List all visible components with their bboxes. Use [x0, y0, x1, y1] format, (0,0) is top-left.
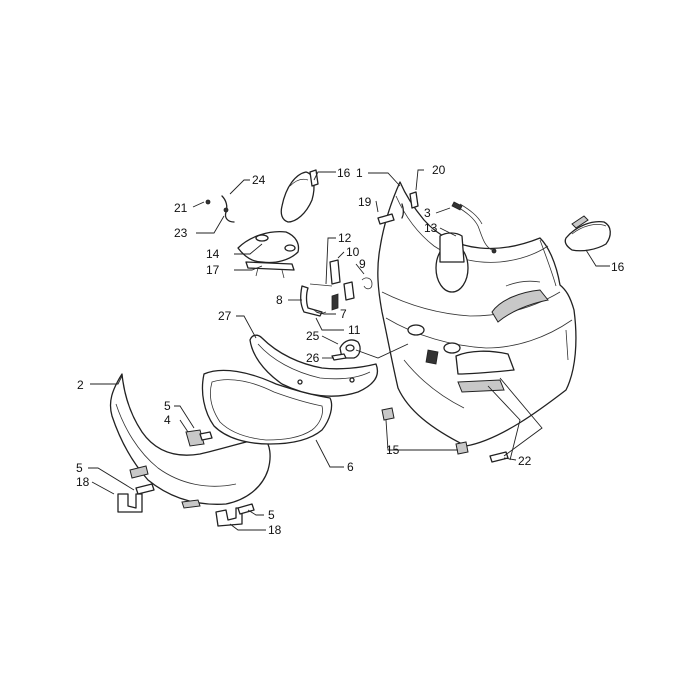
gasket — [201, 369, 333, 445]
bracket-18-left — [117, 483, 155, 513]
callout-16-right: 16 — [611, 260, 625, 274]
callout-2: 2 — [77, 378, 84, 392]
callout-9: 9 — [359, 257, 366, 271]
headlight-cover-top — [280, 169, 319, 223]
inner-shield — [249, 334, 379, 397]
callout-4: 4 — [164, 413, 171, 427]
callout-22: 22 — [518, 454, 532, 468]
callout-24: 24 — [252, 173, 266, 187]
cable-3 — [451, 201, 497, 254]
clip-24 — [205, 195, 235, 223]
callout-14: 14 — [206, 247, 220, 261]
callout-5-c: 5 — [268, 508, 275, 522]
fasteners-19-20 — [377, 191, 419, 225]
clip-4-5 — [185, 429, 213, 447]
callout-18-left: 18 — [76, 475, 90, 489]
callout-11: 11 — [348, 323, 361, 337]
clips-15 — [381, 407, 469, 455]
callout-19: 19 — [358, 195, 372, 209]
callout-20: 20 — [432, 163, 446, 177]
front-fender — [109, 373, 271, 509]
callout-1: 1 — [356, 166, 363, 180]
callout-labels: 1 2 3 4 5 5 5 6 7 8 9 10 11 12 13 14 15 … — [76, 163, 625, 537]
bracket-18-right — [215, 503, 255, 527]
lens-16-right — [564, 215, 611, 252]
callout-6: 6 — [347, 460, 354, 474]
callout-5-b: 5 — [76, 461, 83, 475]
callout-5-a: 5 — [164, 399, 171, 413]
front-body-shell — [377, 181, 577, 447]
callout-7: 7 — [340, 307, 347, 321]
callout-8: 8 — [276, 293, 283, 307]
leader-lines — [88, 169, 610, 531]
switch-parts-9-12 — [309, 259, 373, 311]
callout-26: 26 — [306, 351, 320, 365]
callout-25: 25 — [306, 329, 320, 343]
callout-17: 17 — [206, 263, 220, 277]
callout-27: 27 — [218, 309, 232, 323]
callout-21: 21 — [174, 201, 188, 215]
callout-18-right: 18 — [268, 523, 282, 537]
callout-15: 15 — [386, 443, 400, 457]
callout-3: 3 — [424, 206, 431, 220]
callout-12: 12 — [338, 231, 352, 245]
screw-22 — [489, 451, 509, 463]
callout-16-top: 16 — [337, 166, 351, 180]
callout-10: 10 — [346, 245, 360, 259]
mount-25-26 — [331, 339, 361, 361]
callout-13: 13 — [424, 221, 438, 235]
callout-23: 23 — [174, 226, 188, 240]
bracket-8 — [300, 285, 327, 317]
bracket-support — [237, 230, 300, 279]
